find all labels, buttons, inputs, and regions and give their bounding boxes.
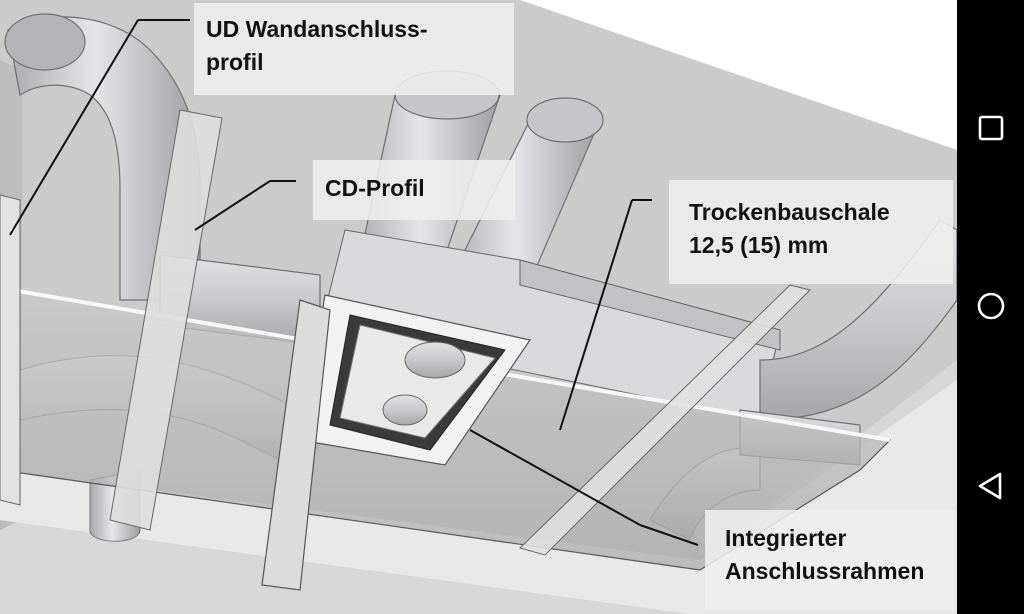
ud-wall-profile: [0, 194, 21, 506]
ventilation-ceiling-illustration: [0, 0, 957, 614]
duct-elbow-opening: [4, 13, 86, 71]
valve-upper: [404, 341, 466, 379]
label-ud-line1: UD Wandanschluss-: [206, 16, 428, 42]
label-ir-line1: Integrierter: [725, 525, 847, 551]
label-cd-text: CD-Profil: [325, 175, 425, 201]
android-navigation-bar: [957, 0, 1024, 614]
label-drywall-shell: Trockenbauschale 12,5 (15) mm: [669, 180, 953, 284]
label-ud-line2: profil: [206, 49, 264, 75]
label-ir-line2: Anschlussrahmen: [725, 558, 925, 584]
label-cd-profile: CD-Profil: [313, 160, 515, 220]
home-button[interactable]: [957, 276, 1024, 336]
cd-profile-right: [519, 284, 811, 556]
valve-lower: [382, 394, 428, 426]
leader-ud-diag: [9, 19, 139, 236]
ventilation-unit-side: [519, 259, 781, 351]
recents-square-icon: [978, 115, 1003, 141]
label-tb-line1: Trockenbauschale: [689, 199, 890, 225]
label-tb-line2: 12,5 (15) mm: [689, 232, 829, 258]
label-ud-wall-profile: UD Wandanschluss- profil: [194, 3, 514, 95]
recents-button[interactable]: [957, 98, 1024, 158]
ceiling-slab: [0, 0, 957, 150]
leader-ir-diag: [469, 429, 641, 526]
back-button[interactable]: [957, 456, 1024, 516]
leader-cd-diag: [194, 180, 271, 231]
cd-profile-left: [109, 109, 223, 531]
duct-vertical-2-top: [526, 97, 604, 143]
back-triangle-icon: [978, 472, 1001, 500]
access-panel: [261, 299, 331, 591]
leader-tb-diag: [559, 199, 633, 431]
leader-ir: [639, 524, 699, 546]
label-integrated-frame: Integrierter Anschlussrahmen: [705, 510, 955, 610]
home-circle-icon: [977, 292, 1004, 320]
